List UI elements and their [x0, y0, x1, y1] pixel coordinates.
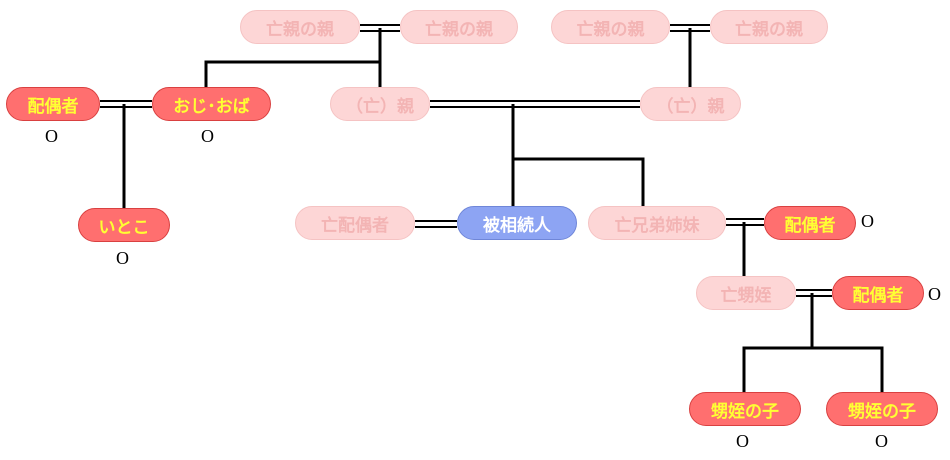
node-label: 亡親の親 — [576, 19, 645, 40]
node-label: 甥姪の子 — [848, 401, 916, 422]
heir-mark-uncle-spouse: O — [45, 126, 58, 146]
node-label: 亡兄弟姉妹 — [614, 215, 700, 236]
node-nephew-spouse: 配偶者 — [832, 276, 924, 310]
node-label: 被相続人 — [483, 215, 551, 236]
node-grandnephew-1: 甥姪の子 — [689, 392, 801, 426]
node-sibling: 亡兄弟姉妹 — [588, 206, 726, 240]
marriage-line-uncle — [100, 100, 152, 108]
node-gp1: 亡親の親 — [240, 10, 360, 44]
node-uncle: おじ･おば — [152, 87, 271, 121]
node-label: 亡甥姪 — [720, 285, 772, 306]
heir-mark-sibling-spouse: O — [861, 211, 874, 231]
node-cousin: いとこ — [78, 208, 170, 242]
node-label: （亡）親 — [656, 96, 725, 117]
marriage-line-parents — [430, 100, 640, 108]
node-label: 配偶者 — [27, 96, 79, 117]
node-parent1: （亡）親 — [330, 87, 430, 121]
node-label: 亡親の親 — [425, 19, 493, 40]
node-uncle-spouse: 配偶者 — [6, 87, 100, 121]
node-grandnephew-2: 甥姪の子 — [826, 392, 938, 426]
node-sibling-spouse: 配偶者 — [764, 206, 856, 240]
node-label: 配偶者 — [852, 285, 904, 306]
node-gp2: 亡親の親 — [400, 10, 518, 44]
heir-mark-uncle: O — [201, 126, 214, 146]
heir-mark-grandnephew-2: O — [875, 431, 888, 451]
descent-connectors — [122, 28, 884, 392]
descent-line-gn-branch — [742, 346, 884, 392]
node-label: 亡配偶者 — [321, 215, 389, 236]
node-label: 亡親の親 — [266, 19, 334, 40]
descent-line-sibling — [513, 157, 645, 206]
marriage-line-deceased — [415, 220, 457, 228]
marriage-line-nephew — [796, 289, 832, 297]
node-deceased-spouse: 亡配偶者 — [295, 206, 415, 240]
heir-mark-grandnephew-1: O — [736, 431, 749, 451]
node-gp3: 亡親の親 — [551, 10, 670, 44]
node-label: 亡親の親 — [735, 19, 803, 40]
node-parent2: （亡）親 — [640, 87, 741, 121]
heir-mark-nephew-spouse: O — [928, 284, 941, 304]
node-label: （亡）親 — [346, 96, 414, 117]
node-deceased: 被相続人 — [457, 206, 577, 240]
node-label: おじ･おば — [173, 96, 250, 117]
descent-line-uncle — [204, 60, 380, 87]
node-label: 配偶者 — [784, 215, 836, 236]
node-gp4: 亡親の親 — [710, 10, 828, 44]
node-label: いとこ — [98, 217, 150, 238]
marriage-connectors — [100, 24, 832, 297]
node-nephew: 亡甥姪 — [696, 276, 796, 310]
heir-mark-cousin: O — [116, 248, 129, 268]
node-label: 甥姪の子 — [711, 401, 779, 422]
